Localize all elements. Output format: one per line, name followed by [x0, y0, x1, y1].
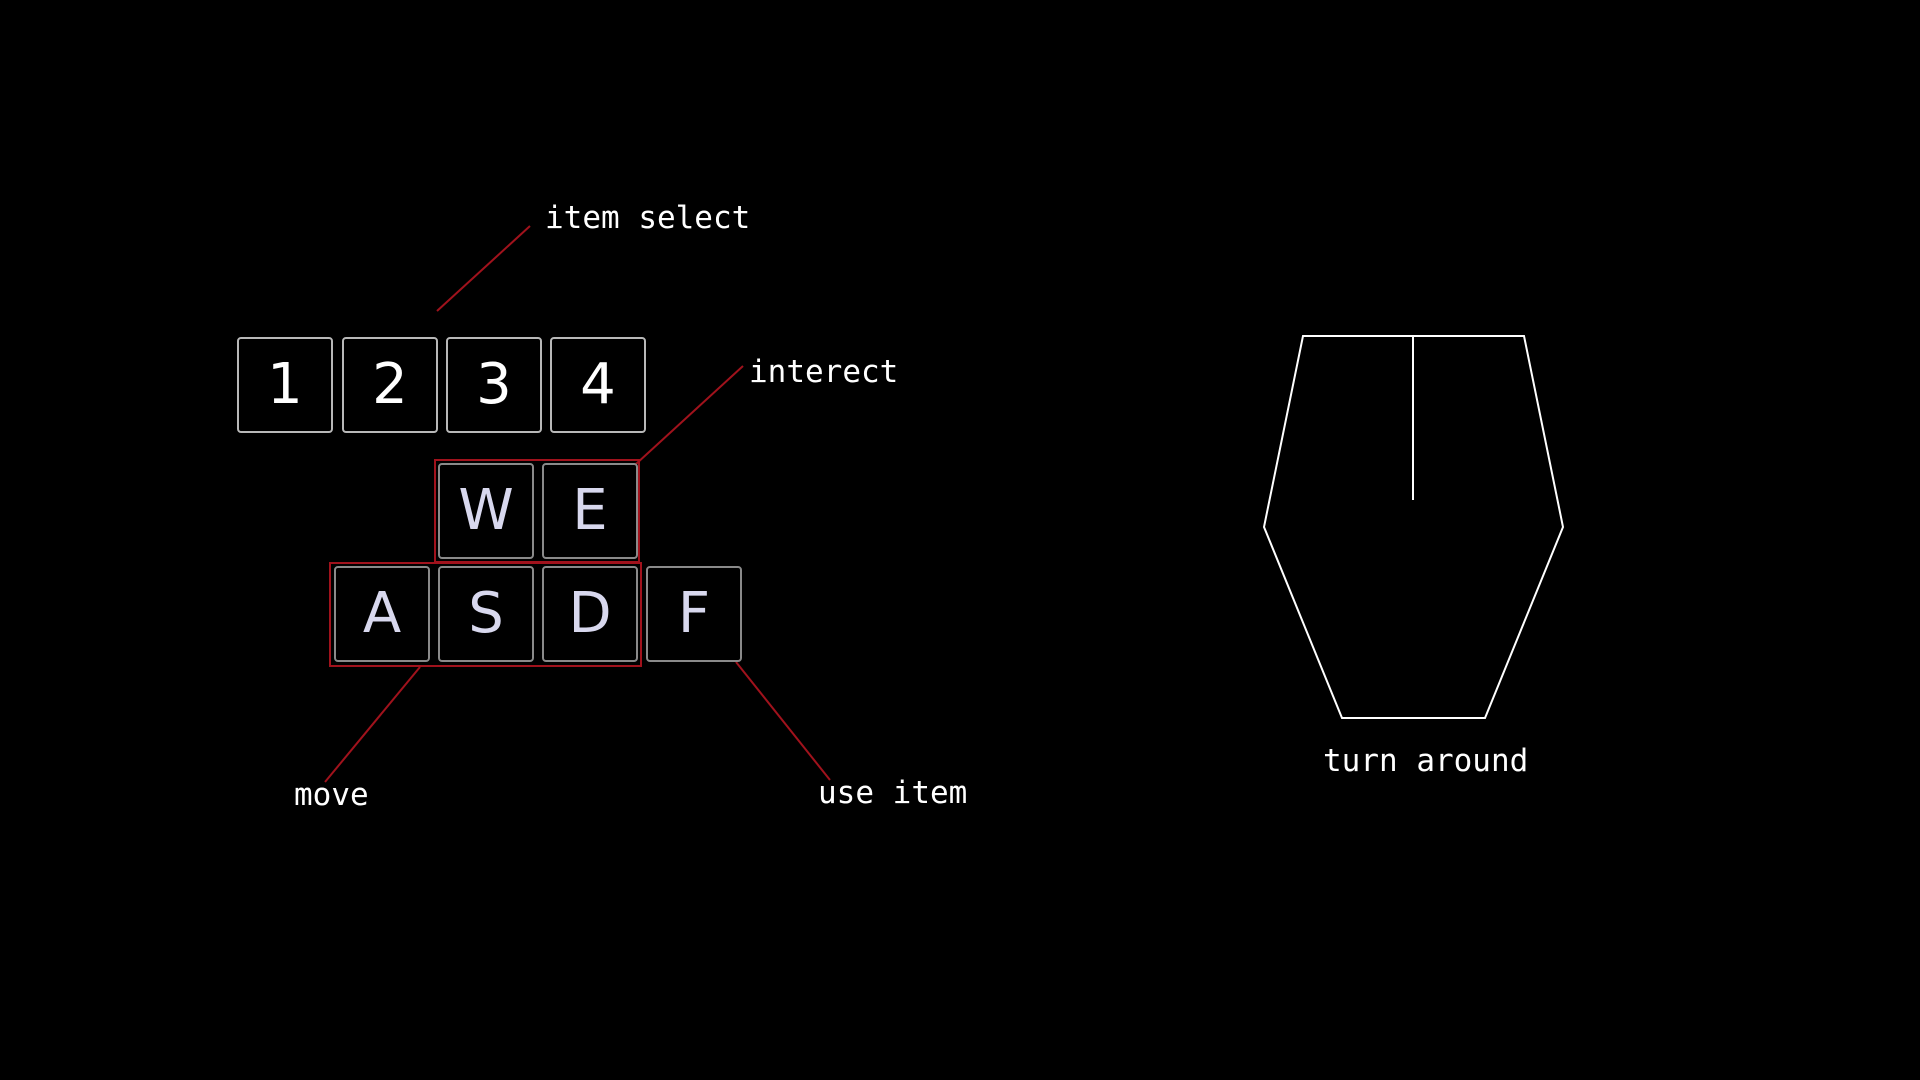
interect-label: interect	[749, 354, 899, 390]
interect-callout-line	[635, 365, 744, 465]
use-item-label: use item	[818, 775, 968, 811]
key-d[interactable]: D	[542, 566, 638, 662]
mouse-icon	[1262, 335, 1565, 719]
use-item-callout-line	[735, 661, 831, 781]
key-1[interactable]: 1	[237, 337, 333, 433]
move-callout-line	[324, 666, 421, 783]
item-select-callout-line	[436, 225, 531, 312]
move-label: move	[294, 777, 369, 813]
key-e[interactable]: E	[542, 463, 638, 559]
turn-around-label: turn around	[1323, 743, 1529, 779]
key-3[interactable]: 3	[446, 337, 542, 433]
item-select-label: item select	[545, 200, 751, 236]
key-s[interactable]: S	[438, 566, 534, 662]
key-4[interactable]: 4	[550, 337, 646, 433]
key-2[interactable]: 2	[342, 337, 438, 433]
key-w[interactable]: W	[438, 463, 534, 559]
key-f[interactable]: F	[646, 566, 742, 662]
key-a[interactable]: A	[334, 566, 430, 662]
move-highlight-box	[329, 562, 642, 667]
